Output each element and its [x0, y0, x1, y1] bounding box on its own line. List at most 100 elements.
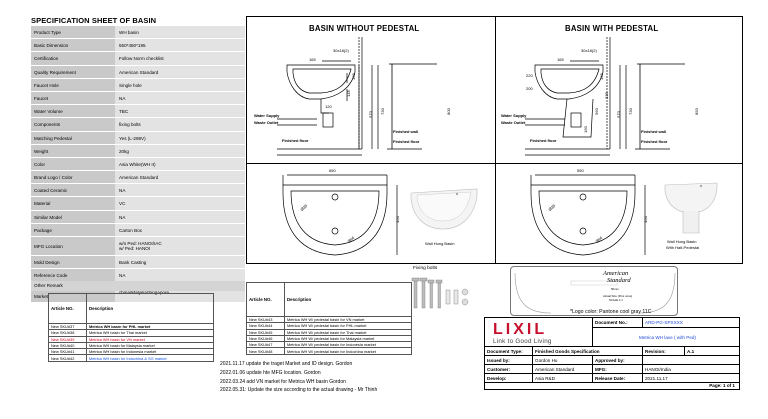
spec-key: Certification — [31, 52, 115, 65]
logo-brand-line-1: American — [603, 270, 629, 277]
spec-key: Mold Design — [31, 256, 115, 269]
dim-570-r: 570 — [615, 111, 621, 118]
description-cell: Metrica WH basin for Thai market — [86, 329, 214, 337]
spec-sheet-title: SPECIFICATION SHEET OF BASIN — [31, 16, 157, 25]
spec-value: NA — [115, 210, 245, 223]
caption-wall-hung-basin-ped-2: With Half-Pedestal — [666, 245, 700, 250]
approved-by-label: Approved by: — [593, 356, 643, 365]
spec-value: TBC — [115, 105, 245, 118]
dim-730-r: 730 — [627, 108, 633, 115]
description-cell: Metrica WH basin for Malaysia market — [86, 341, 214, 350]
revision-value: A.1 — [685, 347, 740, 356]
dim-650: 650 — [329, 168, 336, 173]
release-date-value: 2021.11.17 — [643, 374, 740, 383]
mfg-value: HANOI/India — [643, 365, 740, 374]
spec-value: Follow Norm checklist — [115, 52, 245, 65]
label-finished-wall-r: Finished wall — [641, 129, 667, 134]
label-finished-floor-r2: Finished floor — [641, 139, 668, 144]
label-waste-outlet-r: Waste Outlet — [501, 120, 526, 125]
spec-value-line: w/ Ped: HANOI — [119, 246, 151, 251]
fixing-bolts-label: Fixing bolts — [413, 266, 438, 271]
label-waste-outlet: Waste Outlet — [254, 120, 279, 125]
article-no-cell: New SKU#42 — [48, 354, 87, 362]
lixil-wordmark: LIXIL — [493, 321, 548, 338]
spec-value-line: china/Malysia/Singapore — [119, 290, 170, 296]
table1-header-description: Description — [86, 293, 214, 324]
spec-key: MFG Location — [31, 237, 115, 255]
dim-850: 850 — [693, 108, 699, 115]
spec-key: Water Volume — [31, 105, 115, 118]
basin-logo-position-icon — [514, 272, 676, 314]
dim-450-r: 450 — [642, 216, 648, 223]
change-log-entry: 2021.11.17 update the traget Market and … — [220, 361, 353, 367]
spec-value: NA — [115, 269, 245, 282]
dim-220: 220 — [526, 73, 533, 78]
table2-header-article: Article NO. — [246, 282, 285, 317]
logo-brand-line-2: Standard — [607, 277, 631, 284]
spec-value: VC — [115, 197, 245, 210]
spec-value: Carton Box — [115, 223, 245, 236]
description-cell: Metrica WH basin for Indonesia market — [86, 348, 214, 356]
title-basin-without-pedestal: BASIN WITHOUT PEDESTAL — [309, 24, 420, 33]
spec-key: Color — [31, 157, 115, 171]
label-finished-floor: Finished floor — [282, 138, 309, 143]
spec-key: Weight — [31, 144, 115, 157]
plan-view-without-pedestal — [282, 174, 398, 256]
caption-wall-hung-basin-ped-1: Wall Hung Basin — [667, 239, 697, 244]
doc-type-label: Document Type: — [485, 347, 533, 356]
spec-key: Quality Requirement — [31, 65, 115, 78]
revision-label: Revision: — [643, 347, 685, 356]
dim-335: 335 — [603, 92, 609, 99]
spec-value-line: w/o Ped: HANOI/IAC — [119, 241, 162, 246]
description-cell: Metrica WH W/ pedestal basin for Indochi… — [284, 347, 412, 355]
dim-145: 145 — [345, 90, 351, 97]
label-water-supply: Water Supply — [254, 113, 280, 118]
change-log-entry: 2022.03.24 add VN market for Metrica WH … — [220, 378, 346, 385]
dim-800: 800 — [445, 108, 451, 115]
basin-product-image — [410, 188, 478, 230]
change-log-entry: 2022.01.06 update hte MFG location. Gord… — [220, 369, 321, 376]
article-no-cell: New SKU#48 — [246, 347, 285, 355]
dim-200: 200 — [526, 86, 533, 91]
caption-wall-hung-basin: Wall Hung Basin — [425, 241, 455, 246]
spec-value: American Standard — [115, 171, 245, 184]
spec-key: Product Type — [31, 26, 115, 39]
table2-header-description: Description — [284, 282, 412, 317]
spec-value: 20kg — [115, 144, 245, 157]
customer-label: Customer: — [485, 365, 533, 374]
frame-divider-horizontal — [247, 163, 742, 164]
spec-key: Similar Model — [31, 210, 115, 223]
dim-160: 160 — [582, 126, 588, 133]
spec-key: Package — [31, 223, 115, 236]
dim-30x18-r: 30x18(2) — [581, 48, 597, 53]
description-cell: Metrica WH W/ pedestal basin for Malaysi… — [284, 334, 412, 343]
logo-color-note: *Logo color: Pantone cool gray 11C — [570, 309, 652, 315]
spec-value: American Standard — [115, 65, 245, 78]
spec-key: Matching Pedestal — [31, 131, 115, 144]
label-water-supply-r: Water Supply — [501, 113, 527, 118]
dim-120: 120 — [325, 104, 332, 109]
dim-550: 550 — [577, 168, 584, 173]
dim-730: 730 — [379, 108, 385, 115]
description-cell: Metrica WH W/ pedestal basin for Indones… — [284, 341, 412, 349]
spec-key: Material — [31, 197, 115, 210]
spec-value: Single hole — [115, 78, 245, 91]
release-date-label: Release Date: — [593, 374, 643, 383]
description-cell: Metrica WH basin for VN market — [86, 335, 214, 343]
description-cell: Metrica WH W/ pedestal basin for PHL mar… — [284, 322, 412, 330]
logo-dim: 50mm — [611, 287, 619, 291]
description-cell: Metrica WH basin for PHL market — [86, 322, 214, 331]
approved-by-value — [643, 356, 740, 365]
